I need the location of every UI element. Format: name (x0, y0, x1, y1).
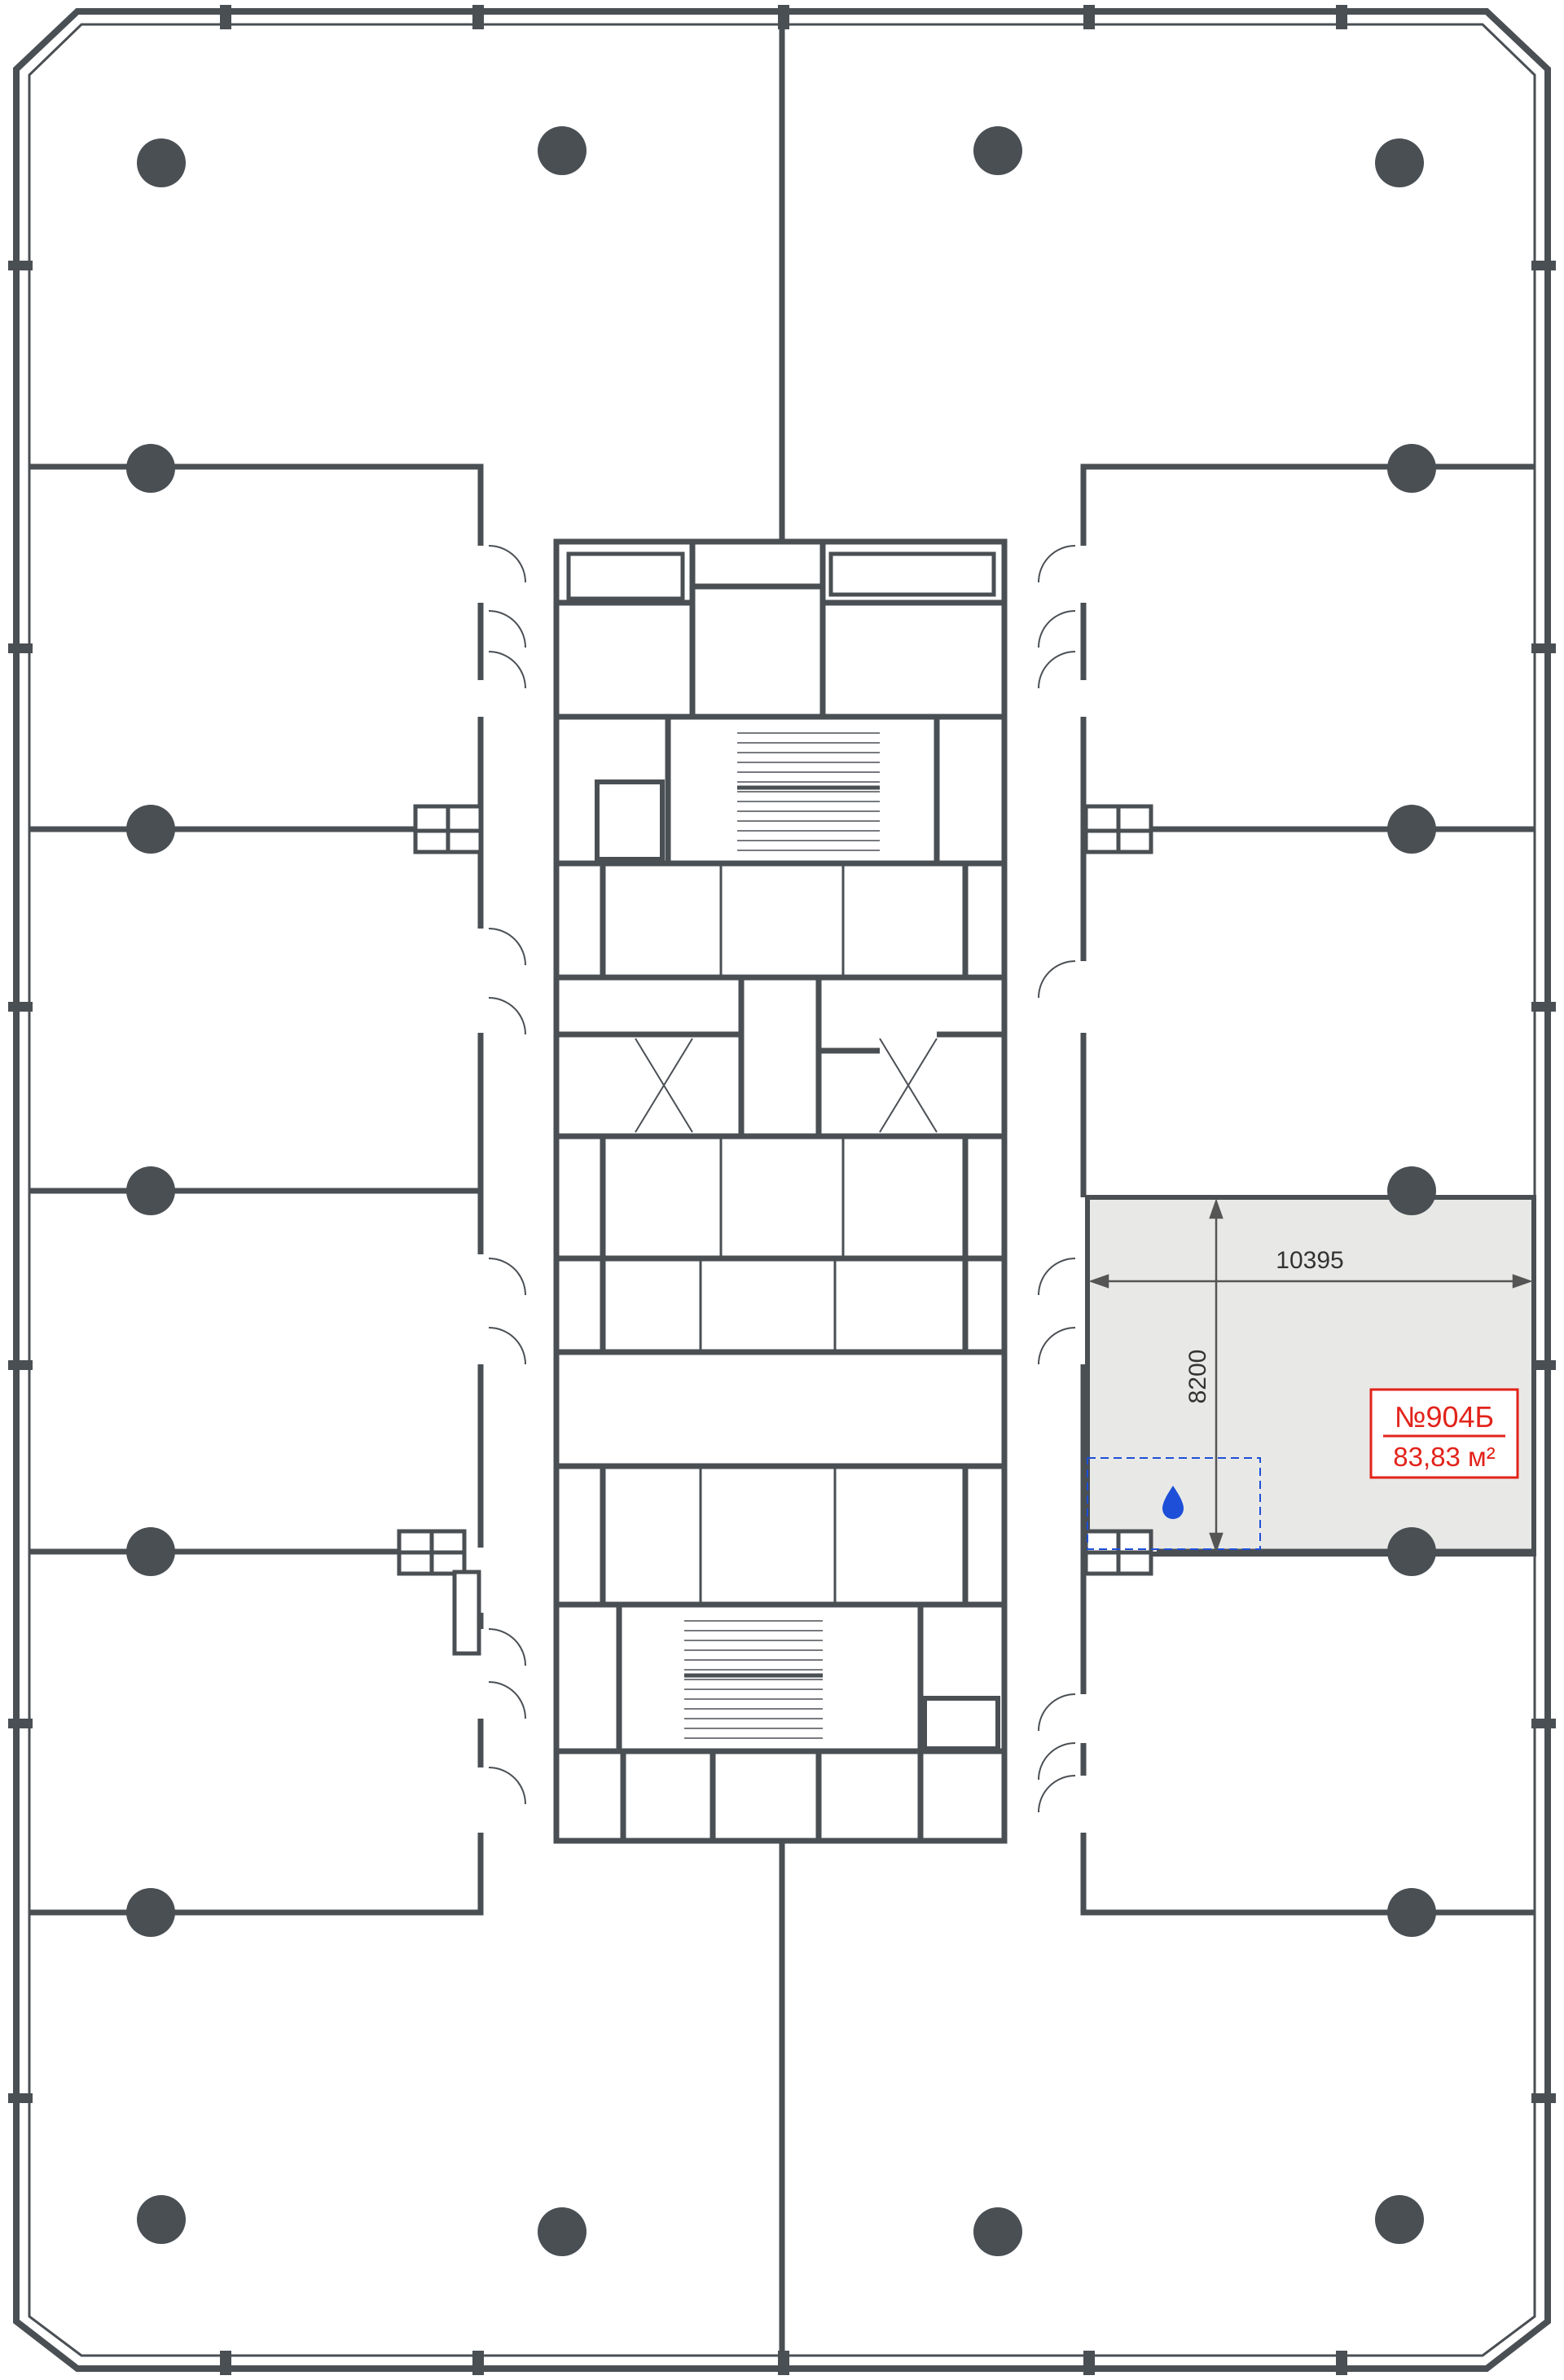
stair-treads (684, 732, 880, 1739)
width-dimension-label: 10395 (1276, 1247, 1343, 1274)
outer-facade (13, 8, 1551, 2372)
unit-area: 83,83 м² (1393, 1442, 1495, 1472)
wet-zone-outline (1087, 1457, 1261, 1550)
water-drop-icon (1162, 1486, 1184, 1519)
service-shafts (397, 804, 1153, 1656)
door-swings (488, 545, 1076, 1813)
partition-walls (29, 24, 1535, 2356)
dimension-lines (1088, 1198, 1533, 1553)
building-core (553, 538, 1008, 1844)
lift-dividers (699, 865, 845, 1603)
structural-columns (126, 126, 1436, 2256)
unit-904b-area[interactable] (1085, 1195, 1536, 1557)
height-dimension-label: 8200 (1184, 1350, 1211, 1404)
stair-landings (684, 785, 880, 1678)
unit-label: №904Б 83,83 м² (1369, 1388, 1519, 1479)
unit-number: №904Б (1395, 1400, 1494, 1434)
facade-mullions (8, 5, 1556, 2375)
